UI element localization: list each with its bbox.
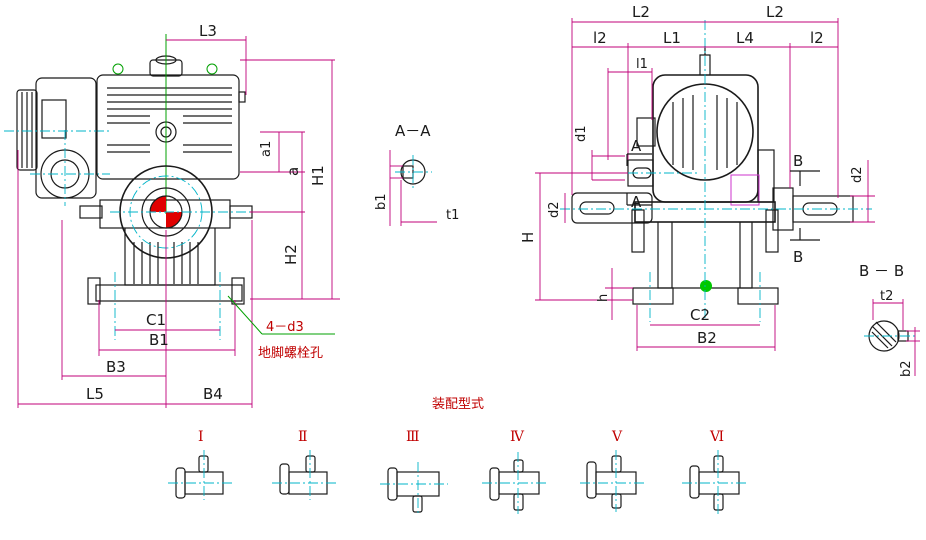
dim-L3: L3 — [199, 22, 217, 40]
input-shaft-left — [571, 192, 653, 224]
assembly-type-1-icon — [168, 450, 232, 500]
assembly-type-label: Ⅴ — [611, 429, 623, 445]
assembly-type-label: Ⅰ — [198, 429, 204, 445]
assembly-types: 装配型式 Ⅰ Ⅱ Ⅲ Ⅳ Ⅴ Ⅵ — [168, 397, 748, 516]
section-aa-title: A－A — [395, 122, 431, 140]
marker-A-top: A — [631, 137, 642, 155]
dim-C2: C2 — [690, 306, 710, 324]
side-housing — [652, 74, 759, 203]
section-bb: B － B t2 b2 — [859, 262, 920, 377]
dim-a: a — [284, 167, 302, 176]
dim-L2-right: L2 — [766, 3, 784, 21]
dim-b1: b1 — [374, 193, 389, 210]
dim-L5: L5 — [86, 385, 104, 403]
dim-L1: L1 — [663, 29, 681, 47]
lifting-eye-icon — [206, 63, 218, 75]
output-shaft-marker — [150, 196, 166, 212]
dim-L2-left: L2 — [632, 3, 650, 21]
dim-a1: a1 — [259, 141, 274, 157]
assembly-title: 装配型式 — [432, 397, 484, 412]
marker-A-bottom: A — [631, 193, 642, 211]
dim-L4: L4 — [736, 29, 754, 47]
assembly-type-label: Ⅲ — [406, 429, 420, 445]
dim-B4: B4 — [203, 385, 223, 403]
assembly-type-label: Ⅵ — [709, 429, 724, 445]
assembly-type-6-icon — [682, 450, 748, 514]
lifting-eye-icon — [112, 63, 124, 75]
dim-B2: B2 — [697, 329, 717, 347]
assembly-type-5-icon — [580, 450, 646, 512]
assembly-type-label: Ⅳ — [510, 429, 525, 445]
section-aa: A－A b1 t1 — [374, 122, 459, 226]
dim-t1: t1 — [446, 208, 459, 223]
dim-l1: l1 — [636, 57, 648, 72]
dim-B3: B3 — [106, 358, 126, 376]
assembly-type-3-icon — [380, 462, 448, 516]
assembly-type-2-icon — [272, 450, 336, 500]
dim-d2-left: d2 — [547, 201, 562, 218]
dim-l2-right: l2 — [810, 29, 824, 47]
assembly-type-4-icon — [482, 452, 548, 514]
front-view: L3 a1 a H1 H2 C1 B1 B3 L5 B4 4－d3 地脚螺栓孔 — [4, 22, 340, 408]
foot-bolt-note: 地脚螺栓孔 — [258, 345, 323, 361]
side-view: L2 L2 l2 L1 L4 l2 l1 d1 d2 H h d2 C2 B2 … — [519, 3, 875, 351]
dim-d2-right: d2 — [850, 166, 865, 183]
dim-t2: t2 — [880, 289, 893, 304]
gearbox-upper — [96, 74, 240, 180]
base-plate — [95, 284, 243, 302]
dim-H: H — [519, 232, 537, 243]
marker-B-bottom: B — [793, 248, 803, 266]
dim-H2: H2 — [282, 244, 300, 265]
dim-C1: C1 — [146, 311, 166, 329]
dim-B1: B1 — [149, 331, 169, 349]
dim-b2: b2 — [899, 360, 914, 377]
section-bb-title: B － B — [859, 262, 904, 280]
drain-plug-icon — [700, 280, 712, 292]
dim-h: h — [596, 294, 611, 302]
dim-d1: d1 — [574, 125, 589, 142]
dim-H1: H1 — [309, 165, 327, 186]
marker-B-top: B — [793, 152, 803, 170]
dim-l2-left: l2 — [593, 29, 607, 47]
assembly-type-label: Ⅱ — [298, 429, 308, 445]
foot-bolt-label: 4－d3 — [266, 320, 304, 335]
